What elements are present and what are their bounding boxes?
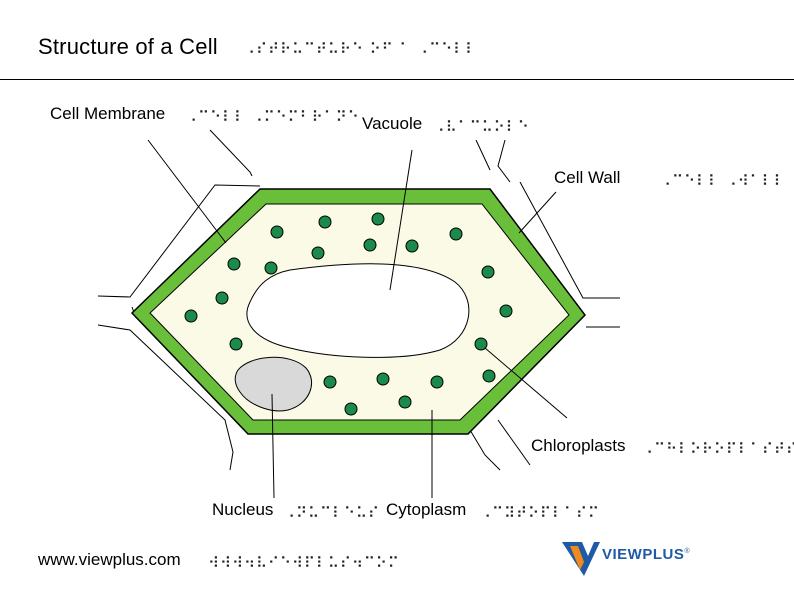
chloroplast bbox=[363, 238, 377, 252]
footer-url: www.viewplus.com bbox=[38, 550, 181, 569]
leader-vacuole bbox=[389, 149, 413, 291]
leader-nucleus bbox=[271, 393, 275, 499]
chloroplast bbox=[430, 375, 444, 389]
chloroplast bbox=[270, 225, 284, 239]
chloroplast bbox=[405, 239, 419, 253]
braille-nucleus: ⠠⠝⠥⠉⠇⠑⠥⠎ bbox=[284, 504, 380, 522]
chloroplast bbox=[227, 257, 241, 271]
title-bar: Structure of a Cell ⠠⠎⠞⠗⠥⠉⠞⠥⠗⠑ ⠕⠋ ⠁ ⠠⠉⠑⠇… bbox=[0, 0, 794, 80]
label-cytoplasm: Cytoplasm bbox=[386, 500, 467, 519]
chloroplast bbox=[481, 265, 495, 279]
chloroplast bbox=[344, 402, 358, 416]
label-cell-membrane: Cell Membrane bbox=[50, 104, 166, 123]
chloroplast bbox=[449, 227, 463, 241]
neighbor-cell-outlines bbox=[97, 129, 620, 471]
label-chloroplasts: Chloroplasts bbox=[531, 436, 626, 455]
braille-cytoplasm: ⠠⠉⠽⠞⠕⠏⠇⠁⠎⠍ bbox=[480, 504, 600, 522]
chloroplast bbox=[371, 212, 385, 226]
page-title: Structure of a Cell bbox=[38, 34, 218, 59]
chloroplast bbox=[215, 291, 229, 305]
vacuole bbox=[246, 263, 470, 358]
chloroplast bbox=[376, 372, 390, 386]
leader-cell-wall bbox=[518, 191, 557, 234]
label-cell-wall: Cell Wall bbox=[554, 168, 621, 187]
braille-cell-wall: ⠠⠉⠑⠇⠇ ⠠⠺⠁⠇⠇ bbox=[660, 172, 786, 190]
chloroplast bbox=[499, 304, 513, 318]
title-braille: ⠠⠎⠞⠗⠥⠉⠞⠥⠗⠑ ⠕⠋ ⠁ ⠠⠉⠑⠇⠇ bbox=[244, 40, 478, 58]
leader-chloroplasts bbox=[484, 347, 568, 419]
leader-lines bbox=[147, 139, 568, 499]
braille-vacuole: ⠀⠀⠀⠀⠀⠀ ⠠⠧⠁⠉⠥⠕⠇⠑ bbox=[356, 118, 530, 136]
viewplus-logo-text: VIEWPLUS® bbox=[602, 546, 691, 563]
label-nucleus: Nucleus bbox=[212, 500, 274, 519]
label-vacuole: Vacuole bbox=[362, 114, 423, 133]
chloroplast bbox=[474, 337, 488, 351]
nucleus bbox=[234, 356, 313, 412]
chloroplast bbox=[398, 395, 412, 409]
leader-cell-membrane bbox=[147, 139, 227, 244]
chloroplast bbox=[184, 309, 198, 323]
braille-cell-membrane: ⠠⠉⠑⠇⠇ ⠠⠍⠑⠍⠃⠗⠁⠝⠑ bbox=[186, 108, 360, 126]
viewplus-logo-mark bbox=[562, 542, 600, 576]
chloroplasts bbox=[184, 212, 513, 416]
chloroplast bbox=[323, 375, 337, 389]
footer-url-braille: ⠺⠺⠺⠲⠧⠊⠑⠺⠏⠇⠥⠎⠲⠉⠕⠍ bbox=[208, 554, 400, 572]
chloroplast bbox=[229, 337, 243, 351]
braille-chloroplasts: ⠠⠉⠓⠇⠕⠗⠕⠏⠇⠁⠎⠞⠎ bbox=[642, 440, 794, 458]
chloroplast bbox=[482, 369, 496, 383]
chloroplast bbox=[311, 246, 325, 260]
chloroplast bbox=[318, 215, 332, 229]
chloroplast bbox=[264, 261, 278, 275]
